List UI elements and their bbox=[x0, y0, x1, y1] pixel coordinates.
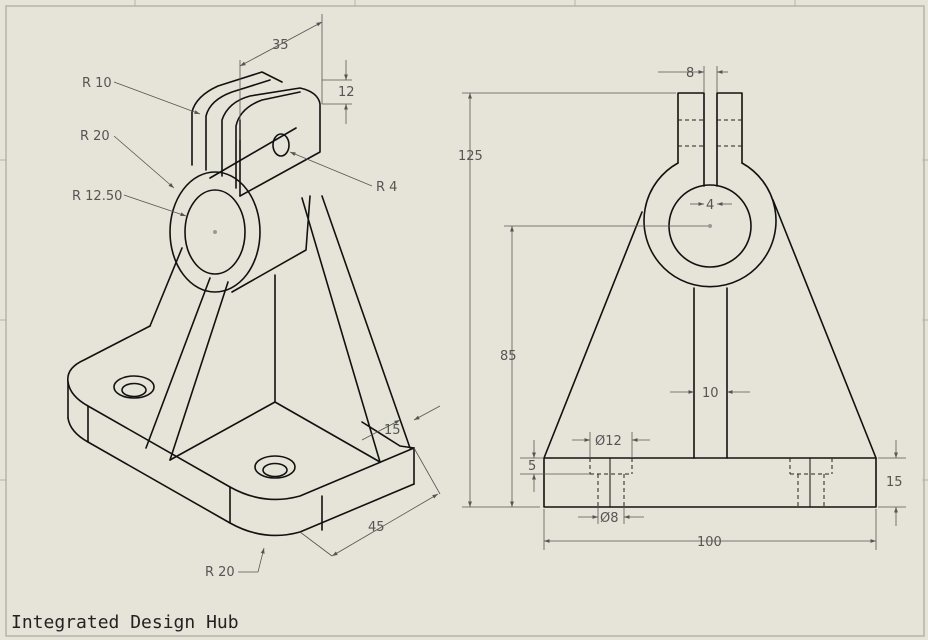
label-d10: 10 bbox=[702, 386, 719, 401]
label-d8-top: 8 bbox=[686, 66, 694, 81]
title-block-company: Integrated Design Hub bbox=[11, 612, 239, 633]
label-r4: R 4 bbox=[376, 180, 397, 195]
sheet-border bbox=[5, 5, 925, 637]
front-base bbox=[543, 457, 877, 508]
label-d5: 5 bbox=[528, 459, 536, 474]
label-d15-front: 15 bbox=[886, 475, 903, 490]
iso-dimensions: R 10 R 20 R 12.50 R 4 35 12 15 45 bbox=[72, 14, 441, 580]
front-dimensions: 8 125 85 4 10 Ø12 5 bbox=[458, 66, 906, 550]
label-d125: 125 bbox=[458, 149, 483, 164]
isometric-view: R 10 R 20 R 12.50 R 4 35 12 15 45 bbox=[67, 14, 441, 580]
label-d45: 45 bbox=[368, 520, 385, 535]
label-r20-bottom: R 20 bbox=[205, 565, 235, 580]
label-d4: 4 bbox=[706, 198, 714, 213]
label-d12: 12 bbox=[338, 85, 355, 100]
label-d85: 85 bbox=[500, 349, 517, 364]
iso-clamp-head bbox=[169, 71, 321, 293]
label-r10: R 10 bbox=[82, 76, 112, 91]
label-r20-top: R 20 bbox=[80, 129, 110, 144]
front-clamp-ring bbox=[643, 92, 777, 288]
label-dia12: Ø12 bbox=[595, 434, 622, 449]
label-d35: 35 bbox=[272, 38, 289, 53]
front-ribs-web bbox=[543, 199, 877, 459]
label-r1250: R 12.50 bbox=[72, 189, 122, 204]
iso-base-plate bbox=[67, 274, 415, 537]
front-view: 8 125 85 4 10 Ø12 5 bbox=[458, 66, 906, 550]
iso-ribs bbox=[145, 195, 411, 463]
label-d15: 15 bbox=[384, 423, 401, 438]
label-d100: 100 bbox=[697, 535, 722, 550]
label-dia8: Ø8 bbox=[600, 511, 619, 526]
